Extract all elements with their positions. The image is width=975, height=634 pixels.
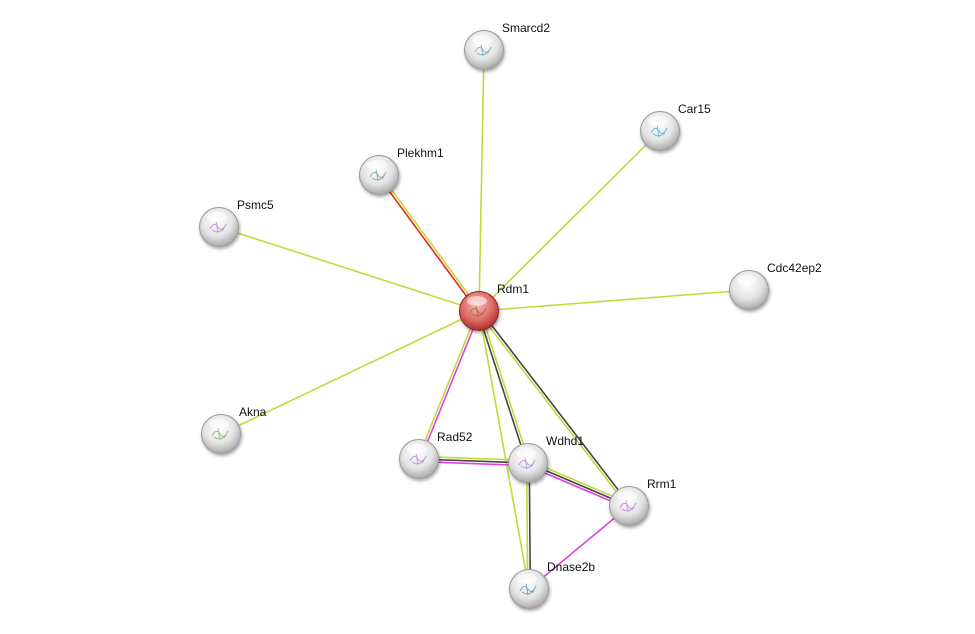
node-highlight bbox=[472, 35, 492, 45]
protein-structure-icon bbox=[409, 452, 427, 466]
edges-layer bbox=[218, 49, 750, 590]
edge-rdm1-dnase2b[interactable] bbox=[478, 310, 530, 590]
node-wdhd1[interactable]: Wdhd1 bbox=[508, 434, 585, 483]
node-highlight bbox=[617, 491, 637, 501]
edge-rdm1-akna[interactable] bbox=[220, 310, 480, 435]
edge-line-textmining bbox=[479, 310, 530, 463]
edge-line-textmining bbox=[478, 289, 750, 312]
edge-line-textmining bbox=[417, 310, 479, 459]
node-label: Car15 bbox=[678, 102, 711, 116]
protein-structure-icon bbox=[469, 304, 487, 318]
node-label: Psmc5 bbox=[237, 198, 274, 212]
node-highlight bbox=[516, 448, 536, 458]
node-label: Wdhd1 bbox=[546, 434, 584, 448]
node-dnase2b[interactable]: Dnase2b bbox=[509, 560, 596, 609]
edge-rdm1-wdhd1[interactable] bbox=[477, 310, 530, 464]
edge-rrm1-dnase2b[interactable] bbox=[528, 505, 630, 590]
edge-rdm1-rrm1[interactable] bbox=[477, 309, 631, 508]
node-highlight bbox=[648, 116, 668, 126]
node-label: Plekhm1 bbox=[397, 146, 444, 160]
node-highlight bbox=[209, 419, 229, 429]
node-akna[interactable]: Akna bbox=[201, 405, 267, 454]
edge-rdm1-rad52[interactable] bbox=[417, 310, 481, 460]
node-label: Rdm1 bbox=[497, 282, 529, 296]
protein-structure-icon bbox=[519, 582, 537, 596]
edge-rdm1-car15[interactable] bbox=[478, 130, 661, 312]
node-rrm1[interactable]: Rrm1 bbox=[609, 477, 677, 526]
node-highlight bbox=[737, 275, 757, 285]
node-car15[interactable]: Car15 bbox=[640, 102, 712, 151]
node-label: Akna bbox=[239, 405, 267, 419]
protein-structure-icon bbox=[650, 124, 668, 138]
edge-line-textmining bbox=[478, 130, 661, 312]
node-cdc42ep2[interactable]: Cdc42ep2 bbox=[729, 261, 823, 310]
node-highlight bbox=[207, 212, 227, 222]
node-highlight bbox=[517, 574, 537, 584]
node-label: Rrm1 bbox=[647, 477, 677, 491]
edge-line-coexpression bbox=[479, 309, 631, 506]
node-rdm1[interactable]: Rdm1 bbox=[459, 282, 530, 331]
protein-structure-icon bbox=[474, 43, 492, 57]
node-label: Dnase2b bbox=[547, 560, 595, 574]
node-label: Smarcd2 bbox=[502, 21, 550, 35]
node-label: Rad52 bbox=[437, 430, 473, 444]
edge-rdm1-cdc42ep2[interactable] bbox=[478, 289, 750, 312]
edge-line-coexpression bbox=[528, 462, 532, 589]
node-highlight bbox=[407, 444, 427, 454]
edge-rdm1-plekhm1[interactable] bbox=[377, 173, 481, 313]
edge-line-textmining bbox=[478, 49, 485, 312]
node-highlight bbox=[467, 296, 487, 306]
node-highlight bbox=[367, 160, 387, 170]
protein-structure-icon bbox=[619, 499, 637, 513]
edge-line-textmining bbox=[220, 310, 480, 435]
edge-wdhd1-dnase2b[interactable] bbox=[525, 462, 532, 590]
edge-rdm1-smarcd2[interactable] bbox=[478, 49, 485, 312]
edge-line-textmining bbox=[478, 310, 530, 590]
edge-line-textmining bbox=[379, 173, 481, 311]
edge-line-fusion bbox=[377, 175, 479, 313]
edge-line-textmining bbox=[477, 311, 629, 508]
node-plekhm1[interactable]: Plekhm1 bbox=[359, 146, 445, 195]
node-psmc5[interactable]: Psmc5 bbox=[199, 198, 275, 247]
edge-line-textmining bbox=[525, 463, 529, 590]
edge-line-experiments bbox=[419, 311, 481, 460]
protein-structure-icon bbox=[211, 427, 229, 441]
edge-rdm1-psmc5[interactable] bbox=[218, 226, 480, 312]
protein-structure-icon bbox=[518, 456, 536, 470]
node-rad52[interactable]: Rad52 bbox=[399, 430, 473, 479]
node-label: Cdc42ep2 bbox=[767, 261, 822, 275]
edge-line-coexpression bbox=[477, 311, 528, 464]
protein-structure-icon bbox=[209, 220, 227, 234]
protein-structure-icon bbox=[369, 168, 387, 182]
edge-line-textmining bbox=[218, 226, 480, 312]
node-smarcd2[interactable]: Smarcd2 bbox=[464, 21, 551, 70]
edge-line-experiments bbox=[528, 505, 630, 590]
